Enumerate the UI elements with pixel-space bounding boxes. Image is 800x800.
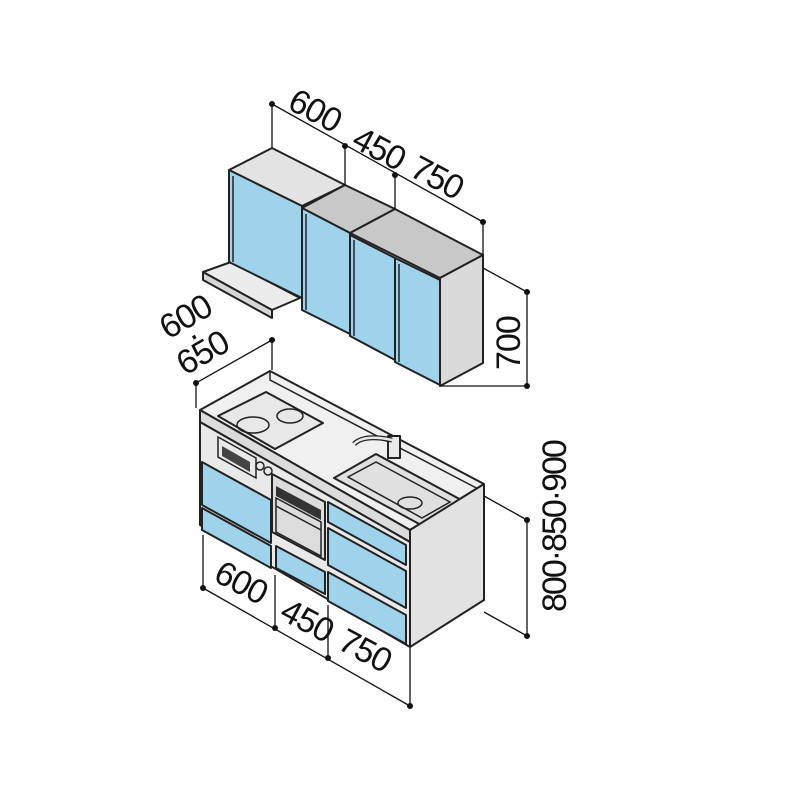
dishwasher (271, 473, 326, 561)
upper-width-750: 750 (404, 149, 469, 208)
base-cabinet (199, 370, 485, 648)
upper-cabinet-750-door-right (394, 257, 441, 386)
upper-height-700: 700 (490, 316, 528, 370)
upper-shelf-front (202, 271, 273, 319)
drawer-right-middle (327, 527, 407, 609)
control-panel (217, 435, 273, 480)
cooktop (217, 391, 324, 450)
upper-cabinets (202, 147, 484, 387)
base-side (409, 483, 485, 648)
faucet (352, 435, 401, 459)
drawer-middle-lower (275, 545, 326, 595)
drawer-right-lower (327, 571, 407, 645)
drawer-right-upper (327, 501, 407, 566)
dimension-lines (193, 101, 530, 709)
drawer-left-lower (201, 507, 272, 569)
drawer-left-upper (201, 461, 272, 544)
base-height-options: 800·850·900 (536, 440, 574, 612)
upper-width-450: 450 (346, 120, 411, 179)
upper-width-600: 600 (282, 82, 347, 141)
upper-cabinet-side (439, 254, 484, 387)
upper-cabinet-750-door-left (349, 234, 396, 361)
